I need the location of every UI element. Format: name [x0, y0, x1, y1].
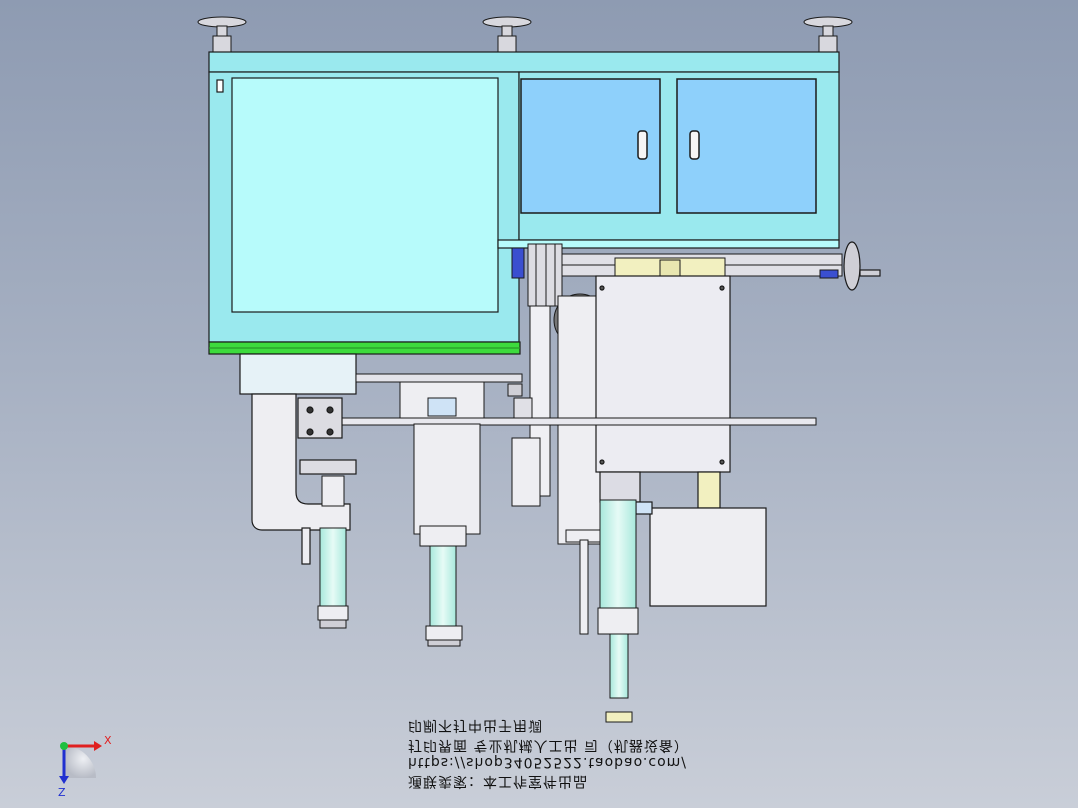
watermark-line-4: 通联卖家：本工作室件出品 [408, 773, 588, 789]
handwheel [843, 241, 881, 291]
cylinder-right [579, 499, 639, 723]
watermark-line-2: 打印界面 专业机械人工出 司（机器设备） [408, 737, 689, 753]
servo-motor [507, 383, 541, 507]
axis-triad-icon [59, 741, 102, 784]
linear-rail [511, 247, 843, 279]
guide-bar [339, 417, 817, 426]
cylinder-left [317, 475, 349, 629]
leveling-feet [197, 16, 853, 53]
c-frame-clamp [239, 353, 357, 565]
spindle-housing [595, 275, 731, 503]
watermark-line-3: https://shop34052522.taobao.com/ [408, 754, 687, 770]
door-right [676, 78, 817, 214]
axis-z-label: Z [58, 786, 66, 799]
axis-x-label: X [104, 734, 112, 747]
leveling-foot-center [482, 16, 532, 53]
door-handle-right [689, 130, 700, 160]
electrical-box [635, 471, 767, 607]
watermark-line-1: 印刷不打中出于用调 [408, 717, 543, 733]
leveling-foot-right [803, 16, 853, 53]
door-left [520, 78, 661, 214]
cylinder-center [425, 545, 463, 647]
cabinet-doors [520, 78, 817, 214]
door-handle-left [637, 130, 648, 160]
center-slide [355, 373, 523, 547]
leveling-foot-left [197, 16, 247, 53]
